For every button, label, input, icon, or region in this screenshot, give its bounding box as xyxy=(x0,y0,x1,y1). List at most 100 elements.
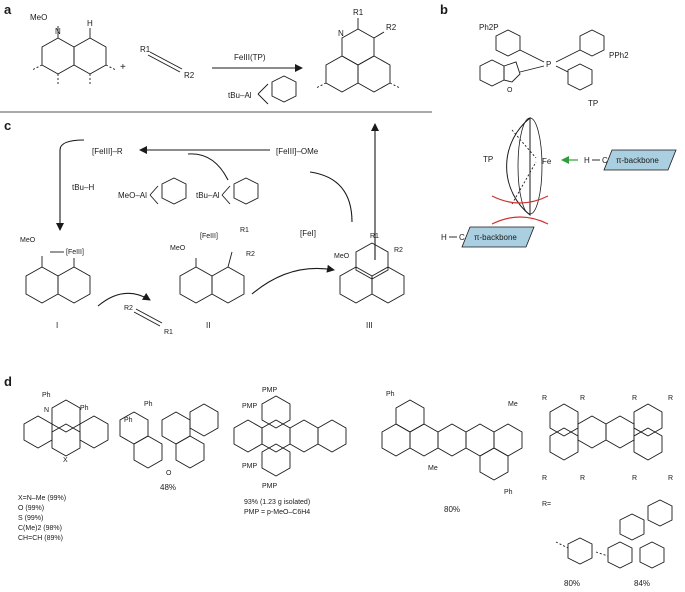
tbu-h-label: tBu–H xyxy=(72,183,94,192)
alkyne-bond xyxy=(133,311,161,327)
panel-b: b Ph2P PPh2 P O TP TP Fe H xyxy=(440,2,677,248)
cmpd-ring xyxy=(317,419,347,453)
cmpd-1-yield-0: X=N–Me (99%) xyxy=(18,495,66,502)
cmpd-3-pmp-def: PMP = p-MeO–C6H4 xyxy=(244,509,310,516)
intermediate-I: MeO [FeIII] I xyxy=(20,237,91,330)
al-o-bond xyxy=(257,93,269,105)
cmpd-me: Me xyxy=(428,465,438,472)
fluorenyl-ring xyxy=(639,541,665,569)
cycle-arrow-right-curve xyxy=(309,171,353,223)
alkyne-reagent: R1 R2 xyxy=(140,45,195,80)
h-left-label: H xyxy=(441,233,447,242)
panel-label-b: b xyxy=(440,2,448,17)
alkyne-r1-label: R1 xyxy=(140,45,151,54)
panel-a: a MeO N H + R1 R2 FeIII(TP) tBu– xyxy=(4,2,401,105)
product-ring-left xyxy=(325,55,359,93)
tp-model-label: TP xyxy=(483,155,493,164)
cycle-arrow-left-curve xyxy=(59,139,85,151)
backbone-right-label: π-backbone xyxy=(616,156,659,165)
panel-label-c: c xyxy=(4,118,11,133)
backbone-left-label: π-backbone xyxy=(474,233,517,242)
cmpd-ring xyxy=(79,415,109,449)
cycle-arrow-bottom-left xyxy=(97,292,151,307)
cmpd-r: R xyxy=(580,395,585,402)
cmpd-ph: Ph xyxy=(386,391,395,398)
compound-1: N Ph Ph X X=N–Me (99%) O (99%) S (99%) C… xyxy=(18,392,109,542)
cmpd-1-yield-2: S (99%) xyxy=(18,515,43,522)
cmpd-1-yield-4: CH=CH (89%) xyxy=(18,535,63,542)
cmpd-ring xyxy=(479,447,509,481)
cmpd-ring xyxy=(289,419,319,453)
substrate-meo-label: MeO xyxy=(30,13,47,22)
catechol-ring xyxy=(271,75,297,103)
al-o-bond xyxy=(149,185,159,196)
int-III-r1-label: R1 xyxy=(370,233,379,240)
cmpd-5-yield-b: 84% xyxy=(634,579,650,588)
cmpd-ring xyxy=(175,435,205,469)
cmpd-4-yield: 80% xyxy=(444,505,460,514)
benzofuran-furan-ring xyxy=(503,61,521,83)
repulsion-arc xyxy=(491,195,549,204)
cmpd-5-yield-a: 80% xyxy=(564,579,580,588)
tp-name-label: TP xyxy=(588,99,598,108)
intermediate-II: MeO [FeIII] R1 R2 II xyxy=(170,227,255,330)
ligand-ring-top xyxy=(495,29,521,57)
plus-sign: + xyxy=(120,62,126,73)
int-ring xyxy=(371,266,405,304)
hash-bond xyxy=(315,82,327,89)
cmpd-ring xyxy=(51,423,81,457)
catechol-ring xyxy=(233,177,259,205)
hemisphere-rim xyxy=(517,117,543,215)
fe-ome-label: [FeIII]–OMe xyxy=(276,147,319,156)
int-II-label: II xyxy=(206,321,210,330)
catalyst-label: FeIII(TP) xyxy=(234,53,266,62)
al-o-bond xyxy=(149,194,159,205)
product-ring-right xyxy=(357,55,391,93)
attachment-bond xyxy=(555,541,569,549)
int-III-meo-label: MeO xyxy=(334,253,350,260)
int-ring xyxy=(57,266,91,304)
compound-3: PMP PMP PMP PMP 93% (1.23 g isolated) PM… xyxy=(233,387,347,516)
tbu-al-label: tBu–Al xyxy=(196,191,220,200)
int-ring xyxy=(355,242,389,280)
compound-4: Ph Me Me Ph 80% xyxy=(381,391,523,514)
int-ring xyxy=(179,266,213,304)
cmpd-ring xyxy=(51,399,81,433)
c-left-label: C xyxy=(459,233,465,242)
substrate-molecule: MeO N H xyxy=(30,13,117,84)
meo-al-label: MeO–Al xyxy=(118,191,147,200)
cycle-arrow-top-curve xyxy=(187,153,229,181)
alkyne-bond xyxy=(135,308,163,324)
panel-d: d N Ph Ph X X=N–Me (99%) O (99%) S (99%)… xyxy=(4,374,673,588)
catechol-ring xyxy=(161,177,187,205)
cmpd-ring xyxy=(549,427,579,461)
cmpd-1-x: X xyxy=(63,457,68,464)
cycle-alkyne-r1: R1 xyxy=(164,329,173,336)
cmpd-me: Me xyxy=(508,401,518,408)
cmpd-ring xyxy=(633,403,663,437)
ligand-ring-bottom xyxy=(567,63,593,91)
cmpd-ring xyxy=(395,399,425,433)
cmpd-3-yield: 93% (1.23 g isolated) xyxy=(244,499,310,506)
cmpd-5-r-eq: R= xyxy=(542,501,551,508)
cmpd-ring xyxy=(493,423,523,457)
hash-bond xyxy=(105,64,117,71)
int-I-fe-label: [FeIII] xyxy=(66,249,84,256)
int-II-fe-label: [FeIII] xyxy=(200,233,218,240)
phenyl-ring xyxy=(567,537,593,565)
ligand-ring-right xyxy=(579,29,605,57)
cmpd-ring xyxy=(577,415,607,449)
compound-2: Ph Ph O 48% xyxy=(119,401,219,492)
int-I-meo-label: MeO xyxy=(20,237,36,244)
al-o-bond xyxy=(221,194,231,205)
p-bond xyxy=(519,65,545,73)
cmpd-ring xyxy=(409,423,439,457)
cmpd-pmp: PMP xyxy=(242,463,258,470)
fe-r-label: [FeIII]–R xyxy=(92,147,123,156)
attachment-bond xyxy=(595,551,609,557)
cmpd-ring xyxy=(261,419,291,453)
alkyne-r2-label: R2 xyxy=(184,71,195,80)
cycle-alkyne-r2: R2 xyxy=(124,305,133,312)
panel-label-a: a xyxy=(4,2,12,17)
